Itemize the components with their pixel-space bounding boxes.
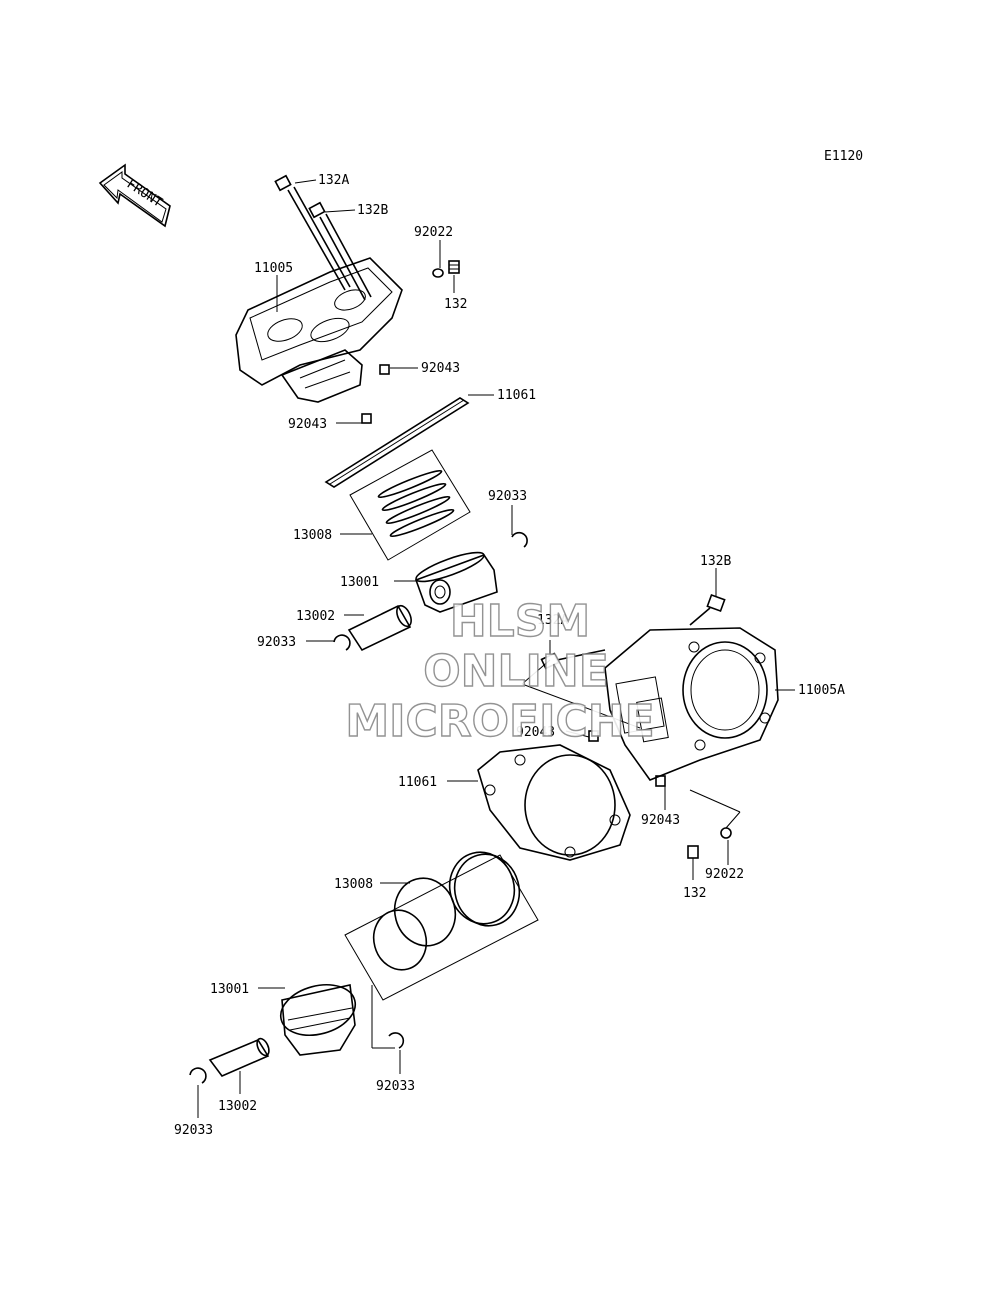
callout-13001-top: 13001	[340, 575, 379, 590]
callout-92033-top-right: 92033	[488, 489, 527, 504]
piston-rings-13008-top	[349, 449, 471, 561]
callout-13008-rear: 13008	[334, 877, 373, 892]
bolt-132b-rear	[689, 593, 726, 626]
diagram-code: E1120	[824, 149, 863, 164]
callout-92043-top-1: 92043	[421, 361, 460, 376]
piston-rings-13008-rear	[344, 851, 539, 1001]
stud-132-rear	[687, 845, 699, 859]
watermark-line-3: MICROFICHE	[345, 696, 654, 747]
bolt-132b	[308, 201, 372, 301]
callout-labels: 132A 132B 92022 11005 132 92043 11061 92…	[174, 173, 845, 1138]
callout-92043-rear-1: 92043	[516, 725, 555, 740]
callout-132a-rear: 132A	[537, 613, 568, 628]
clip-92033-left	[333, 634, 351, 651]
clip-92033-rear-left	[189, 1067, 207, 1084]
dowel-92043-rear-upper	[588, 730, 599, 742]
piston-13001-rear	[279, 984, 357, 1056]
front-direction-arrow-icon: FRONT	[98, 163, 171, 228]
gasket-11061-top	[324, 397, 470, 488]
callout-11005: 11005	[254, 261, 293, 276]
callout-11061-top: 11061	[497, 388, 536, 403]
callout-11061-rear: 11061	[398, 775, 437, 790]
callout-92022-rear: 92022	[705, 867, 744, 882]
dowel-92043-rear-lower	[655, 775, 666, 787]
watermark-line-1: HLSM	[450, 596, 590, 647]
piston-13001-top	[414, 551, 498, 613]
dowel-92043-lower	[361, 413, 372, 424]
clip-92033-rear-mid	[388, 1032, 405, 1049]
stud-132-top	[448, 260, 460, 274]
bolt-132a	[274, 174, 351, 291]
callout-132a-top: 132A	[318, 173, 349, 188]
washer-92022-rear	[720, 827, 732, 839]
watermark: HLSM ONLINE MICROFICHE	[345, 595, 656, 747]
pin-13002-top	[347, 604, 412, 652]
front-label: FRONT	[124, 177, 165, 211]
clip-92033-right	[511, 531, 528, 548]
callout-92033-rear-left: 92033	[174, 1123, 213, 1138]
callout-132b-top: 132B	[357, 203, 388, 218]
rear-cylinder-11005a	[604, 627, 779, 781]
gasket-11061-rear	[477, 744, 631, 861]
leader-lines	[197, 179, 795, 1118]
callout-132b-rear: 132B	[700, 554, 731, 569]
pin-13002-rear	[208, 1037, 270, 1077]
callout-13001-rear: 13001	[210, 982, 249, 997]
callout-92043-rear-2: 92043	[641, 813, 680, 828]
callout-13002-rear: 13002	[218, 1099, 257, 1114]
callout-13002-top: 13002	[296, 609, 335, 624]
bolt-132a-rear	[540, 649, 606, 670]
callout-92022-top: 92022	[414, 225, 453, 240]
callout-92033-rear-mid: 92033	[376, 1079, 415, 1094]
front-cylinder-11005	[235, 257, 403, 403]
washer-92022	[432, 268, 444, 278]
dowel-92043-upper	[379, 364, 390, 375]
callout-132-rear: 132	[683, 886, 706, 901]
callout-92043-top-2: 92043	[288, 417, 327, 432]
callout-92033-top-left: 92033	[257, 635, 296, 650]
callout-132-top: 132	[444, 297, 467, 312]
callout-11005a: 11005A	[798, 683, 845, 698]
watermark-line-2: ONLINE	[423, 646, 609, 697]
callout-13008-top: 13008	[293, 528, 332, 543]
